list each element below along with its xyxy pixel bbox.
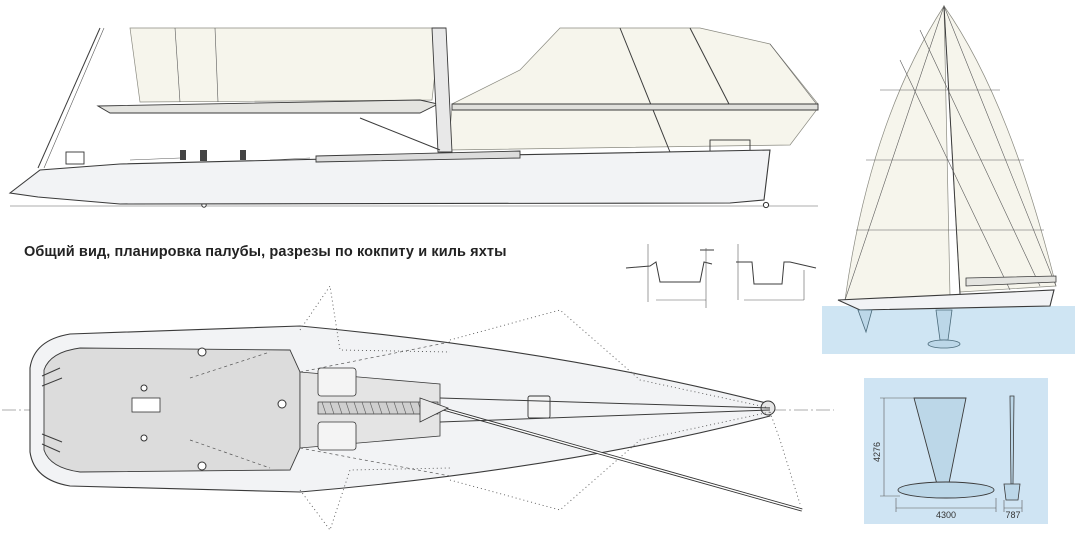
boom-vang [359, 117, 441, 151]
sail-batten [899, 59, 1011, 291]
sheet-track [189, 439, 271, 469]
drawing-caption: Общий вид, планировка палубы, разрезы по… [24, 244, 507, 260]
sail-leech [844, 5, 945, 301]
stern-fitting [41, 377, 63, 387]
main-boom [451, 103, 819, 111]
baseline-marker [762, 201, 770, 209]
deck-rail [129, 157, 181, 161]
sail-plan-view [822, 4, 1075, 354]
keel-height-label: 4276 [872, 442, 882, 462]
sail-leech [943, 5, 1057, 287]
forestay-inner [43, 27, 105, 169]
cockpit-section-left [625, 244, 714, 308]
boom-plan [965, 275, 1057, 287]
winch [140, 384, 148, 392]
forestay-plan [439, 409, 771, 423]
hatch [317, 421, 357, 451]
sail-batten [174, 27, 181, 103]
helm-station [131, 397, 161, 413]
sail-batten [214, 27, 219, 103]
hull-profile [8, 149, 771, 205]
coachroof [315, 150, 521, 163]
section-outline [625, 261, 713, 283]
aft-deck [43, 347, 301, 473]
bulb-length-label: 4300 [936, 510, 956, 520]
stern-fitting [41, 433, 63, 443]
cockpit-section-right [736, 244, 817, 301]
forestay-plan [439, 397, 771, 409]
hull-side-plan [837, 289, 1055, 311]
section-outline [736, 261, 817, 285]
sheet-track [189, 351, 271, 379]
keel-bulb [927, 339, 961, 349]
sail-batten [919, 29, 1041, 287]
winch [240, 150, 246, 160]
keel-bulb-detail [897, 481, 995, 499]
sheet-path [299, 467, 451, 531]
keel-side-detail [1009, 395, 1015, 485]
bow-pulpit [65, 151, 85, 165]
mast-plan [943, 5, 961, 295]
spinnaker [844, 4, 951, 301]
winch [180, 150, 186, 160]
sheet-lead [299, 341, 451, 373]
sheet-lead [299, 447, 451, 477]
fore-hatch [527, 395, 551, 419]
foresail [129, 27, 441, 103]
stern-fitting [41, 443, 61, 453]
bulb-width-label: 787 [1005, 510, 1020, 520]
winch [140, 434, 148, 442]
leech-line [689, 27, 731, 107]
forestay [37, 27, 101, 169]
stern-fitting [41, 367, 61, 377]
leech-line [619, 27, 671, 153]
mainsail-lower [447, 107, 819, 151]
sheet-path [769, 411, 801, 505]
winch [197, 461, 207, 471]
winch [197, 347, 207, 357]
mast-partner [419, 397, 450, 423]
hatch [317, 367, 357, 397]
mast-step [277, 399, 287, 409]
spinnaker-pole-core [439, 407, 803, 511]
keel-side-bulb [1003, 483, 1021, 501]
deck-plan-view [2, 284, 834, 531]
leech-line [769, 43, 819, 107]
mainsail-plan [943, 4, 1057, 293]
mast [431, 27, 453, 153]
boom [96, 99, 440, 114]
side-profile-view [8, 27, 819, 209]
winch [200, 150, 207, 161]
rudder [857, 309, 873, 334]
keel-detail-view: 4276 4300 787 [864, 378, 1048, 524]
